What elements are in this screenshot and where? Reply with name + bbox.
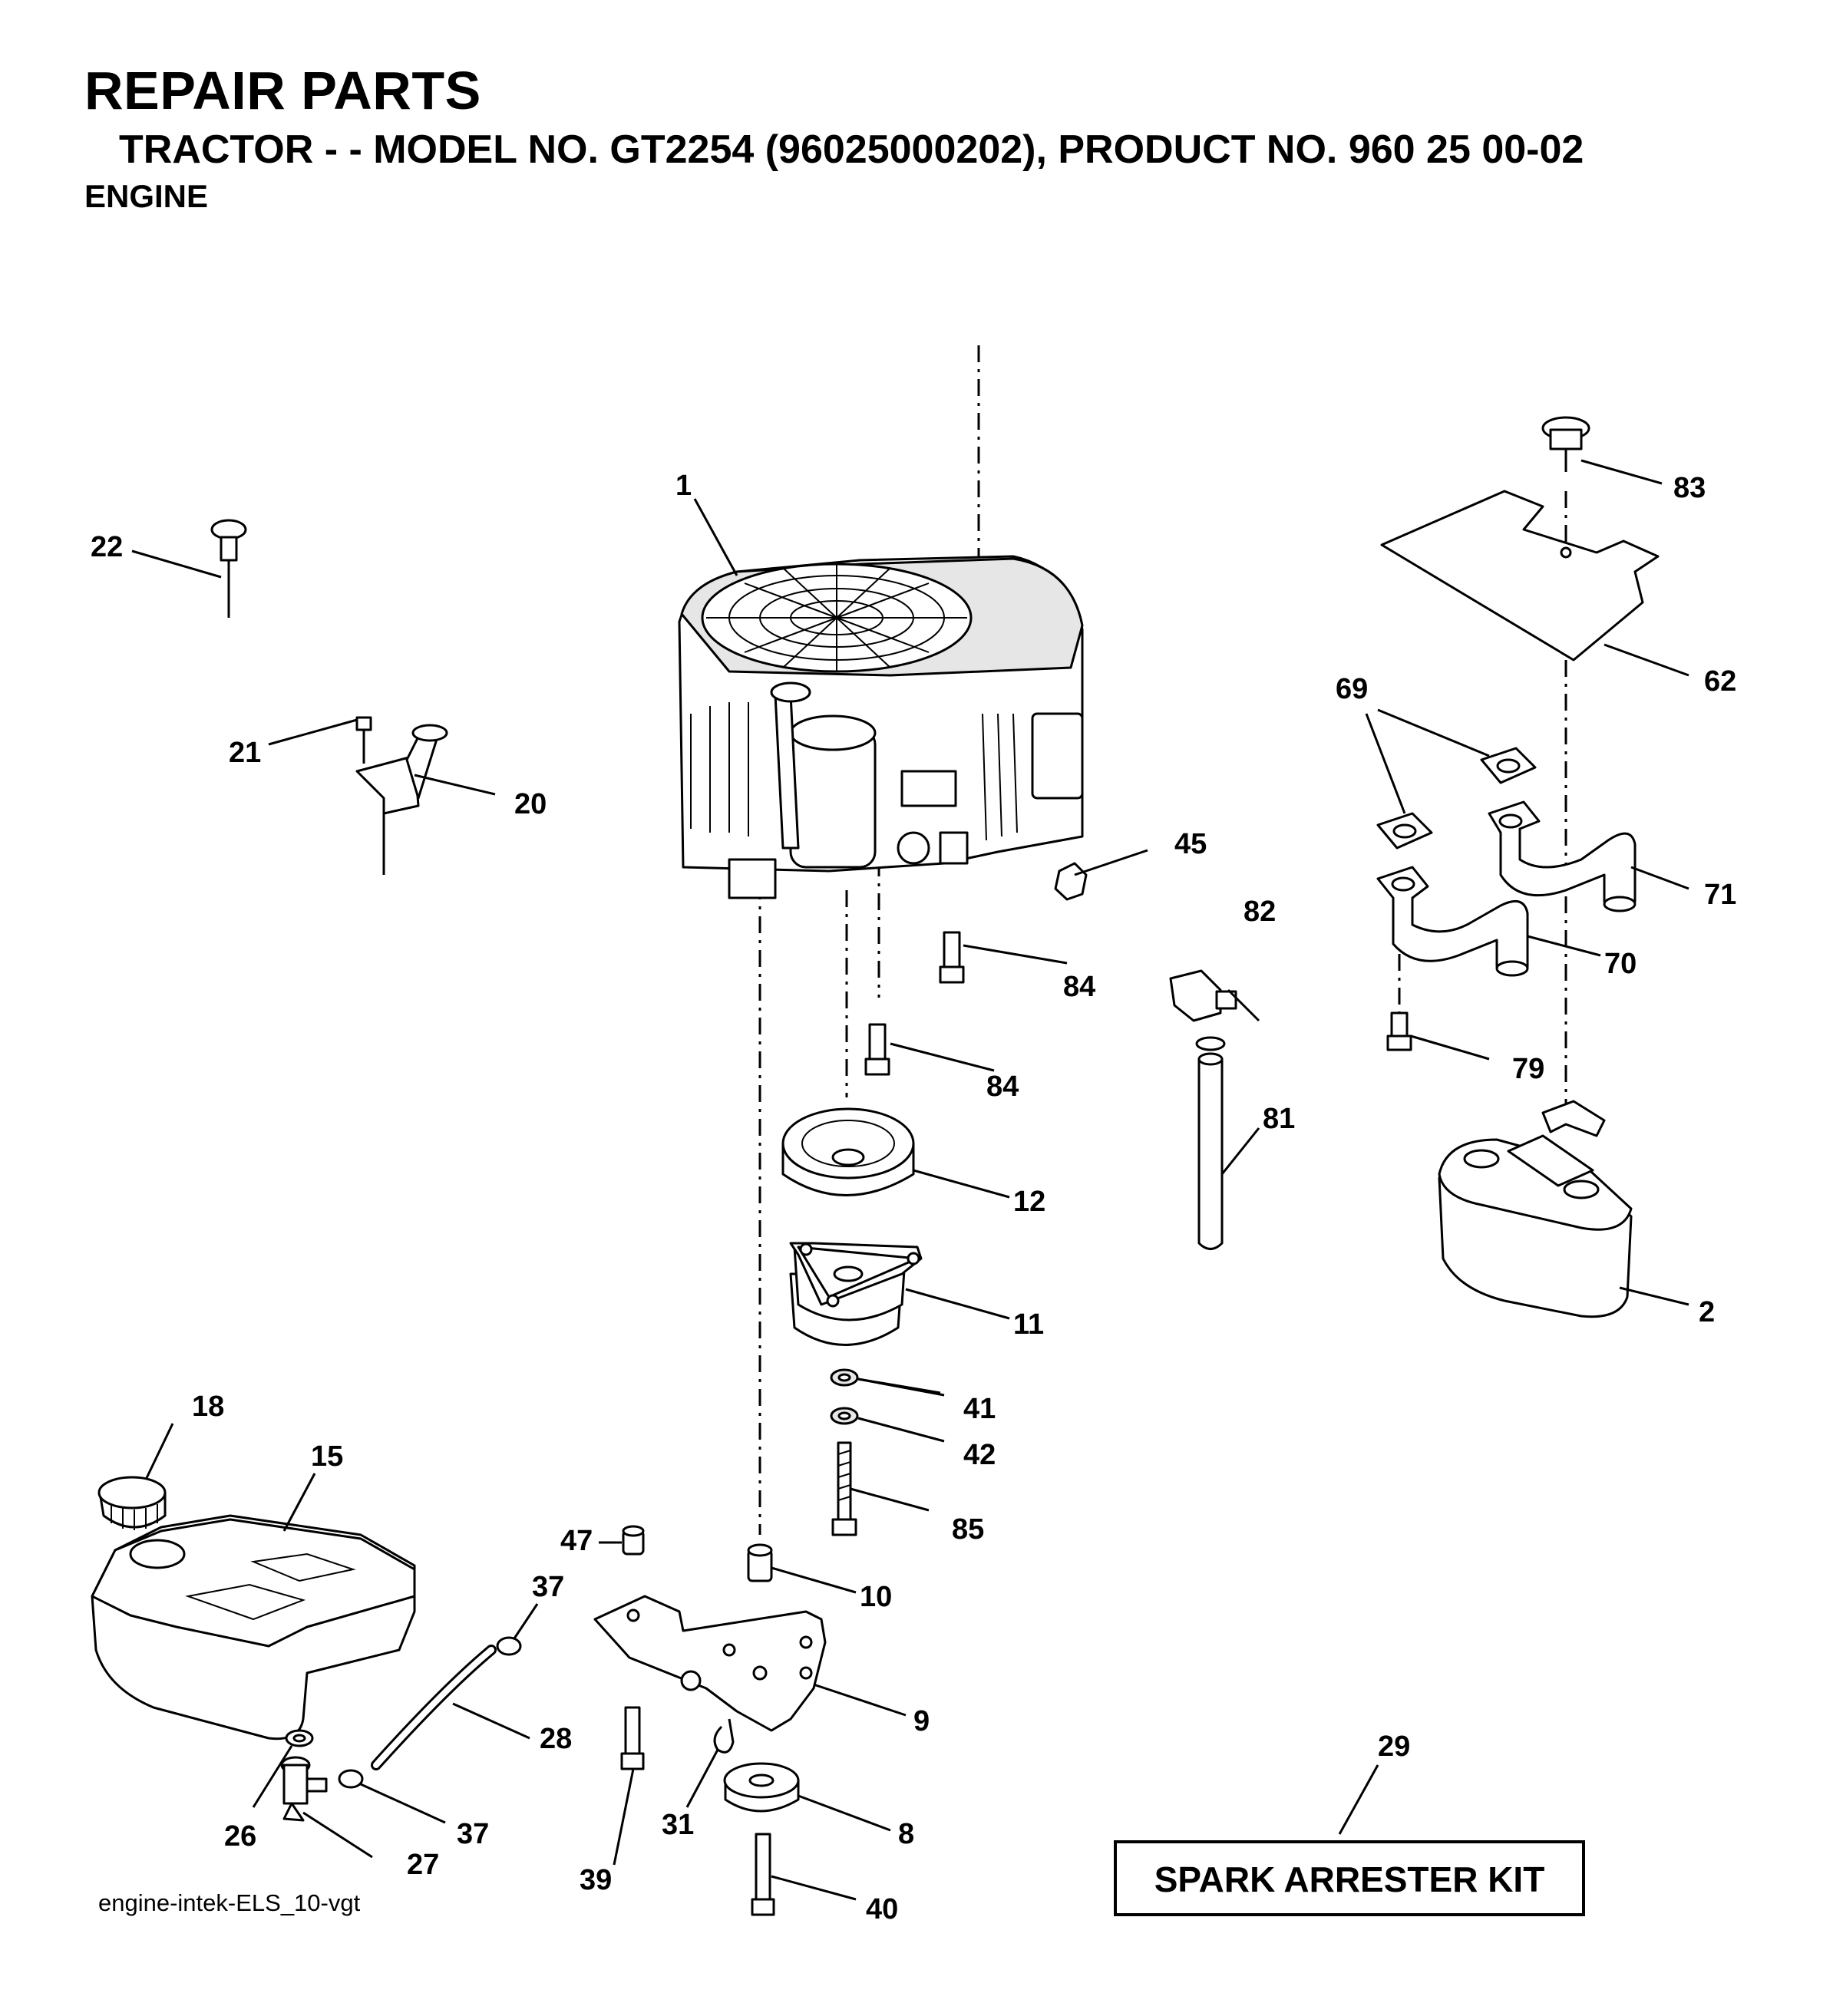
idler-bracket[interactable] [593,1595,827,1732]
callout-83: 83 [1673,472,1706,504]
pulley-12[interactable] [781,1107,915,1196]
callout-81: 81 [1263,1103,1295,1135]
callout-9: 9 [913,1705,930,1737]
grommet[interactable] [285,1729,314,1747]
callout-20: 20 [514,788,547,820]
callout-numbers: 1 2 8 9 10 11 12 15 18 20 21 22 26 27 28… [91,470,1736,1925]
heat-shield[interactable] [1380,490,1660,662]
bolt-85[interactable] [831,1441,857,1536]
callout-37-upper: 37 [532,1571,564,1603]
spacer-10[interactable] [747,1543,773,1582]
callout-39: 39 [580,1864,612,1896]
elbow-fitting[interactable] [1169,969,1237,1051]
spark-arrester-kit-box: SPARK ARRESTER KIT [1114,1840,1585,1916]
callout-22: 22 [91,531,123,563]
spacer-47[interactable] [622,1525,645,1556]
callout-8: 8 [898,1818,914,1850]
bolts-84[interactable] [864,931,965,1076]
callout-2: 2 [1699,1296,1715,1328]
washers-41-42[interactable] [830,1368,859,1425]
callout-26: 26 [224,1820,256,1853]
callout-47: 47 [560,1525,593,1557]
leader-lines [131,459,1689,1901]
callout-18: 18 [192,1391,224,1423]
callout-42: 42 [963,1439,996,1471]
oil-drain-tube[interactable] [1197,1052,1224,1250]
callout-69: 69 [1336,673,1368,705]
drawing-code: engine-intek-ELS_10-vgt [98,1889,361,1916]
electric-clutch[interactable] [789,1242,923,1346]
page-title: REPAIR PARTS [84,61,481,120]
fuel-line[interactable] [371,1645,497,1770]
callout-21: 21 [229,737,261,769]
callout-85: 85 [952,1513,984,1546]
bolt-40[interactable] [751,1833,775,1916]
exhaust-gaskets[interactable] [1376,747,1537,850]
callout-28: 28 [540,1723,572,1755]
hose-clamp-lower[interactable] [338,1769,364,1789]
callout-71: 71 [1704,879,1736,911]
callout-84-upper: 84 [1063,971,1095,1003]
callout-62: 62 [1704,665,1736,698]
callout-37-lower: 37 [457,1818,489,1850]
callout-15: 15 [311,1440,343,1473]
hose-clamp-upper[interactable] [496,1636,522,1656]
callout-31: 31 [662,1809,694,1841]
callout-11: 11 [1013,1308,1044,1341]
spark-arrester-kit-label: SPARK ARRESTER KIT [1154,1859,1545,1899]
nut-45[interactable] [1054,862,1088,901]
callout-79: 79 [1512,1053,1544,1085]
callout-70: 70 [1604,948,1637,980]
callout-41: 41 [963,1393,996,1425]
callout-12: 12 [1013,1186,1045,1218]
callout-84-lower: 84 [986,1071,1019,1103]
bolt-79[interactable] [1386,1011,1412,1051]
exhaust-pipe-70[interactable] [1376,866,1529,977]
engine[interactable] [678,555,1084,899]
callout-45: 45 [1174,828,1207,860]
callout-27: 27 [407,1849,439,1881]
fuel-tank[interactable] [91,1514,416,1740]
throttle-bracket[interactable] [355,716,448,875]
bolt-39[interactable] [620,1706,645,1770]
callout-10: 10 [860,1581,892,1613]
hairpin-clip[interactable] [713,1718,735,1754]
exhaust-pipe-71[interactable] [1488,800,1637,912]
idler-pulley[interactable] [723,1762,800,1813]
muffler[interactable] [1438,1100,1633,1318]
callout-1: 1 [675,470,692,502]
heat-shield-knob[interactable] [1541,416,1590,472]
fuel-shutoff-valve[interactable] [280,1756,328,1822]
dipstick[interactable] [210,519,247,618]
fuel-cap[interactable] [97,1476,167,1530]
callout-40: 40 [866,1893,898,1925]
callout-82: 82 [1244,896,1276,928]
model-subtitle: TRACTOR - - MODEL NO. GT2254 (9602500020… [119,127,1584,172]
callout-29: 29 [1378,1731,1410,1763]
section-label: ENGINE [84,178,209,214]
